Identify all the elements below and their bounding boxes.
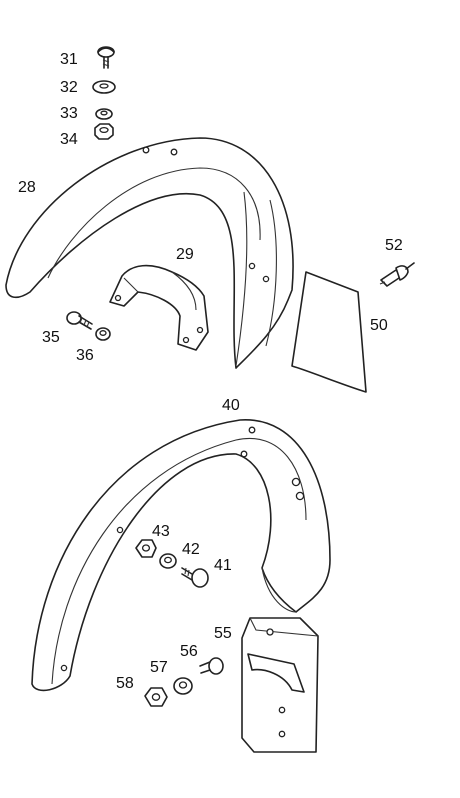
callout-57: 57 [150, 659, 168, 676]
callout-42: 42 [182, 541, 200, 558]
callout-43: 43 [152, 523, 170, 540]
callout-56: 56 [180, 643, 198, 660]
washer-33 [95, 108, 113, 120]
washer-36 [95, 327, 111, 341]
plate-50 [291, 271, 367, 393]
callout-40: 40 [222, 397, 240, 414]
bracket-55 [241, 617, 319, 753]
rivet-52 [379, 262, 415, 287]
callout-41: 41 [214, 557, 232, 574]
fender-28 [5, 137, 294, 369]
nut-58 [144, 687, 168, 707]
callout-33: 33 [60, 105, 78, 122]
callout-34: 34 [60, 131, 78, 148]
screw-56 [199, 657, 224, 675]
washer-57 [173, 677, 193, 695]
screw-31 [97, 46, 115, 69]
screw-41 [181, 567, 209, 588]
washer-42 [159, 553, 177, 569]
callout-35: 35 [42, 329, 60, 346]
nut-34 [94, 123, 114, 140]
callout-32: 32 [60, 79, 78, 96]
fender-40 [31, 419, 331, 692]
bracket-29 [109, 264, 209, 351]
callout-50: 50 [370, 317, 388, 334]
callout-55: 55 [214, 625, 232, 642]
washer-32 [92, 80, 116, 94]
callout-29: 29 [176, 246, 194, 263]
callout-28: 28 [18, 179, 36, 196]
callout-58: 58 [116, 675, 134, 692]
callout-36: 36 [76, 347, 94, 364]
screw-35 [66, 311, 93, 330]
callout-31: 31 [60, 51, 78, 68]
callout-52: 52 [385, 237, 403, 254]
nut-43 [135, 539, 157, 558]
